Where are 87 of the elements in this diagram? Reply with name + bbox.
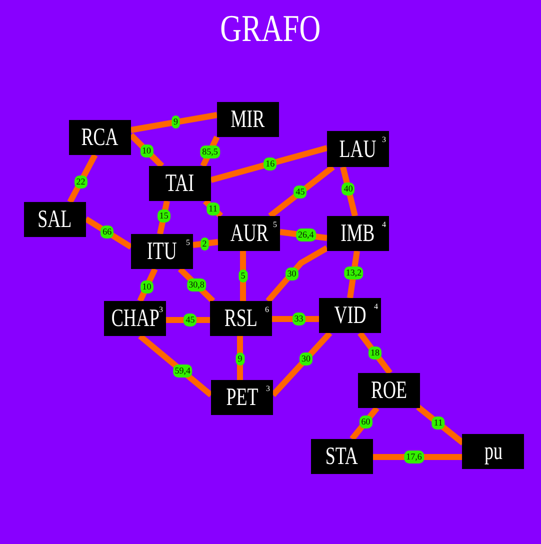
edge-weight-label: 11 xyxy=(432,416,445,430)
graph-node xyxy=(69,120,131,155)
edge-weight-label: 15 xyxy=(157,209,170,222)
edge-weight-label: 26,4 xyxy=(296,228,316,242)
edge-weight-label: 30 xyxy=(285,267,298,280)
node-label: STA xyxy=(326,443,358,470)
connector-line xyxy=(138,334,213,398)
node-label: TAI xyxy=(166,170,194,197)
edge-weight-label: 59,4 xyxy=(172,364,192,378)
superscript-number: 6 xyxy=(265,305,269,314)
node-label: PET xyxy=(226,384,258,411)
edge-weight-label: 85,5 xyxy=(200,145,220,158)
connector-line xyxy=(268,164,335,218)
superscript-number: 5 xyxy=(186,238,190,247)
graph-node xyxy=(149,166,211,201)
edge-weight-label: 22 xyxy=(74,175,88,188)
graph-node xyxy=(462,434,524,469)
edge-weight-label: 16 xyxy=(264,157,277,170)
node-label: RSL xyxy=(224,305,258,332)
node-label: AUR xyxy=(230,220,268,247)
edge-weight-label: 30,8 xyxy=(186,278,206,292)
edge-weight-label: 5 xyxy=(238,270,248,282)
edge-weight-label: 66 xyxy=(100,226,114,239)
connector-line xyxy=(210,145,328,183)
connector-line xyxy=(240,251,246,301)
node-label: pu xyxy=(484,438,502,465)
graph-node xyxy=(131,234,193,269)
superscript-number: 3 xyxy=(266,384,270,393)
edge-weight-label: 30 xyxy=(300,352,313,366)
edge-weight-label: 11 xyxy=(206,202,220,215)
edge-weight-label: 40 xyxy=(342,182,355,196)
connector-line xyxy=(202,198,224,218)
connector-line xyxy=(340,166,358,217)
edge-weight-label: 33 xyxy=(292,312,306,326)
diagram-title: GRAFO xyxy=(220,8,321,50)
node-label: VID xyxy=(334,302,366,329)
graph-node xyxy=(211,380,273,415)
graph-node xyxy=(24,202,86,237)
graph-node xyxy=(358,373,420,408)
connector-line xyxy=(373,454,462,460)
edge-weight-label: 2 xyxy=(200,237,209,250)
node-label: LAU xyxy=(340,136,376,162)
graph-node xyxy=(217,102,279,137)
node-label: RCA xyxy=(82,124,118,151)
edge-weight-label: 10 xyxy=(140,144,153,157)
connector-line xyxy=(166,317,210,323)
connector-line xyxy=(67,154,98,204)
superscript-number: 4 xyxy=(382,220,386,229)
connector-line xyxy=(347,250,360,298)
connector-line xyxy=(137,268,158,302)
connector-line xyxy=(266,245,328,303)
connector-line xyxy=(84,216,133,250)
superscript-number: 4 xyxy=(374,302,378,311)
connector-line xyxy=(157,200,170,235)
connector-line xyxy=(358,331,392,375)
connector-line xyxy=(178,266,216,304)
edge-weight-label: 13,2 xyxy=(344,266,364,280)
node-label: MIR xyxy=(231,106,265,133)
node-label: IMB xyxy=(341,220,375,247)
graph-node xyxy=(319,298,381,333)
superscript-number: 5 xyxy=(273,220,277,229)
graph-node xyxy=(327,131,389,167)
connector-line xyxy=(130,112,218,133)
graph-node xyxy=(104,301,166,336)
superscript-number: 3 xyxy=(382,135,386,144)
edge-weight-label: 9 xyxy=(236,352,244,366)
edge-weight-label: 60 xyxy=(359,415,372,428)
graph-node xyxy=(210,301,272,336)
connector-line xyxy=(237,336,243,380)
connector-line xyxy=(350,406,380,441)
edge-weight-label: 9 xyxy=(171,116,180,129)
graph-node xyxy=(218,216,280,251)
connector-line xyxy=(272,316,319,322)
connector-line xyxy=(200,136,220,168)
graph-node xyxy=(327,216,389,251)
node-label: CHAP xyxy=(111,305,159,332)
edge-weight-label: 45 xyxy=(184,314,197,326)
graph-node xyxy=(311,439,373,474)
connector-line xyxy=(192,239,218,248)
superscript-number: 3 xyxy=(159,305,163,314)
node-label: ROE xyxy=(371,377,407,404)
edge-weight-label: 17,6 xyxy=(404,450,424,464)
edge-weight-label: 18 xyxy=(368,346,382,360)
node-label: ITU xyxy=(147,238,177,265)
edge-weight-label: 45 xyxy=(294,186,307,199)
node-label: SAL xyxy=(38,206,72,233)
edge-weight-label: 10 xyxy=(140,280,154,294)
